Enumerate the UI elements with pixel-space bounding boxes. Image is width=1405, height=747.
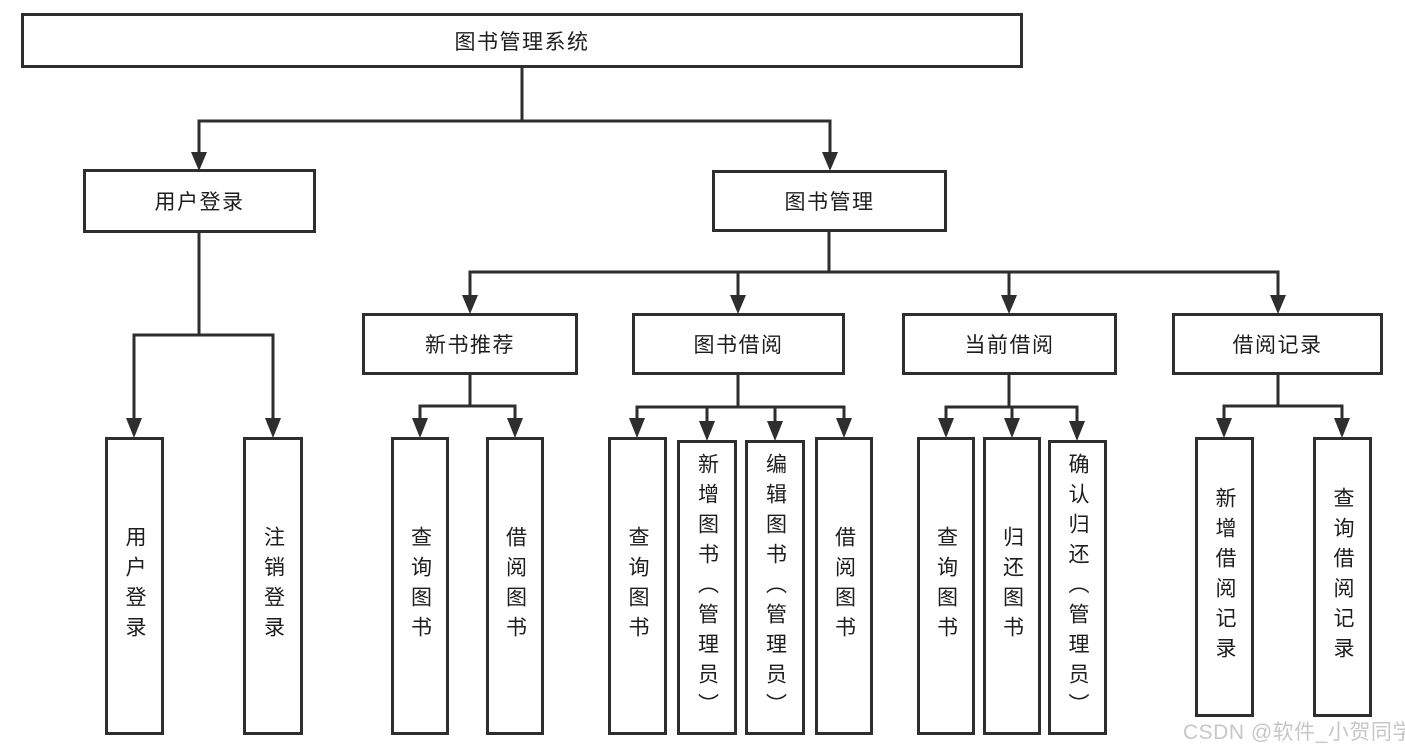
leaf-label: 查询图书: [934, 526, 958, 646]
node-current-borrow: 当前借阅: [902, 313, 1117, 375]
leaf-label: 注销登录: [261, 526, 285, 646]
leaf-label: 新增图书（管理员）: [695, 452, 719, 723]
leaf-label: 归还图书: [1000, 526, 1024, 646]
leaf-label: 确认归还（管理员）: [1066, 452, 1089, 723]
leaf-label: 查询图书: [626, 526, 649, 646]
node-leaf-confirm-return-admin: 确认归还（管理员）: [1048, 440, 1107, 735]
node-leaf-add-book-admin: 新增图书（管理员）: [677, 440, 737, 735]
leaf-label: 借阅图书: [832, 526, 856, 646]
node-leaf-user-login: 用户登录: [105, 437, 164, 735]
leaf-label: 查询借阅记录: [1331, 487, 1354, 667]
node-library-management-system: 图书管理系统: [21, 13, 1023, 68]
node-leaf-add-borrow-record: 新增借阅记录: [1195, 437, 1254, 717]
leaf-label: 编辑图书（管理员）: [763, 452, 787, 723]
node-leaf-query-book-borrow: 查询图书: [608, 437, 667, 735]
node-leaf-return-book: 归还图书: [983, 437, 1041, 735]
leaf-label: 新增借阅记录: [1213, 487, 1236, 667]
node-book-management: 图书管理: [712, 170, 947, 232]
csdn-watermark: CSDN @软件_小贺同学: [1183, 721, 1405, 744]
node-leaf-borrow-book: 借阅图书: [815, 437, 873, 735]
node-user-login: 用户登录: [83, 169, 316, 233]
node-leaf-logout: 注销登录: [243, 437, 303, 735]
node-book-borrow: 图书借阅: [632, 313, 845, 375]
node-leaf-edit-book-admin: 编辑图书（管理员）: [745, 440, 805, 735]
node-leaf-query-book-recommend: 查询图书: [391, 437, 449, 735]
node-leaf-query-book-current: 查询图书: [917, 437, 975, 735]
node-borrow-record: 借阅记录: [1172, 313, 1383, 375]
leaf-label: 借阅图书: [503, 526, 527, 646]
node-leaf-borrow-book-recommend: 借阅图书: [486, 437, 544, 735]
node-new-book-recommend: 新书推荐: [362, 313, 578, 375]
node-leaf-query-borrow-record: 查询借阅记录: [1313, 437, 1372, 717]
leaf-label: 用户登录: [123, 526, 146, 646]
leaf-label: 查询图书: [408, 526, 432, 646]
